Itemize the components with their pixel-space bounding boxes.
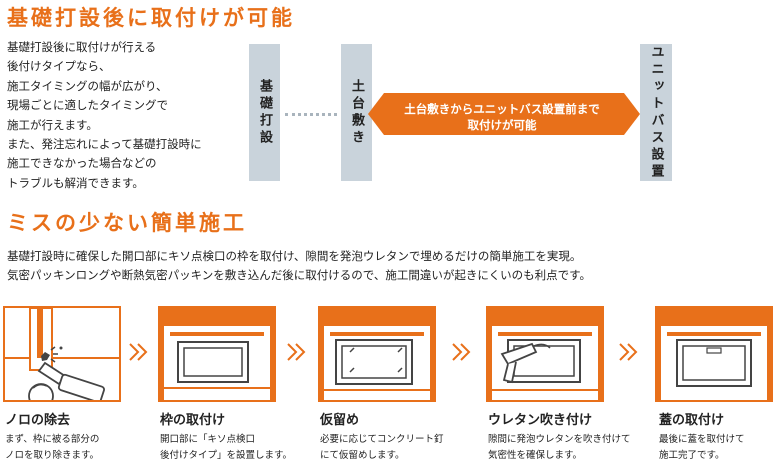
intro-line: トラブルも解消できます。	[7, 175, 144, 190]
timeline-box-label: ユニットバス設置	[648, 44, 664, 181]
timeline-arrow-label: 土台敷きからユニットバス設置前まで 取付けが可能	[383, 101, 621, 133]
intro-line: 施工が行えます。	[7, 117, 98, 132]
chevron-right-icon	[287, 343, 306, 361]
chevron-right-icon	[452, 343, 471, 361]
intro-line: 基礎打設後に取付けが行える	[7, 40, 157, 54]
scraper-tool-icon	[28, 361, 105, 400]
step-illustration-frame	[158, 306, 276, 402]
arrow-label-line: 取付けが可能	[467, 118, 537, 132]
step-desc-4: 隙間に発泡ウレタンを吹き付けて 気密性を確保します。	[488, 432, 631, 464]
step-desc-line: 隙間に発泡ウレタンを吹き付けて	[488, 434, 631, 445]
step-desc-1: まず、枠に被る部分の ノロを取り除きます。	[5, 432, 99, 464]
intro-line: 施工できなかった場合などの	[7, 156, 157, 171]
timeline-box-label: 土台敷き	[349, 78, 364, 147]
step-desc-3: 必要に応じてコンクリート釘 にて仮留めします。	[320, 432, 444, 464]
step-desc-line: 施工完了です。	[659, 450, 725, 461]
step-illustration-urethane	[486, 306, 604, 402]
intro-line: 後付けタイプなら、	[7, 59, 111, 74]
double-arrow-shape	[368, 93, 640, 135]
urethane-spray-gun-icon	[500, 342, 551, 384]
intro-line: 施工タイミングの幅が広がり、	[7, 78, 168, 93]
step-desc-line: 開口部に「キソ点検口	[160, 434, 256, 445]
step-illustration-scrape	[3, 306, 121, 402]
section2-description: 基礎打設時に確保した開口部にキソ点検口の枠を取付け、隙間を発泡ウレタンで埋めるだ…	[7, 247, 591, 285]
step-title-4: ウレタン吹き付け	[488, 413, 593, 428]
step-desc-line: にて仮留めします。	[320, 450, 405, 461]
step-title-2: 枠の取付け	[160, 413, 226, 428]
timeline-dotted-connector	[285, 113, 337, 116]
section-title-installation-timing: 基礎打設後に取付けが可能	[7, 6, 295, 30]
intro-paragraph: 基礎打設後に取付けが行える 後付けタイプなら、 施工タイミングの幅が広がり、 現…	[7, 38, 242, 193]
step-desc-5: 最後に蓋を取付けて 施工完了です。	[659, 432, 745, 464]
step-desc-line: 気密性を確保します。	[488, 450, 583, 461]
description-line: 気密パッキンロングや断熱気密パッキンを敷き込んだ後に取付けるので、施工間違いが起…	[7, 268, 591, 282]
section-title-easy-installation: ミスの少ない簡単施工	[7, 211, 247, 235]
timeline-box-sill: 土台敷き	[341, 44, 372, 181]
step-desc-2: 開口部に「キソ点検口 後付けタイプ」を設置します。	[160, 432, 292, 464]
step-desc-line: 最後に蓋を取付けて	[659, 434, 745, 445]
chevron-right-icon	[619, 343, 638, 361]
intro-line: 現場ごとに適したタイミングで	[7, 98, 168, 113]
arrow-label-line: 土台敷きからユニットバス設置前まで	[404, 102, 600, 116]
step-illustration-fixing	[318, 306, 436, 402]
step-desc-line: まず、枠に被る部分の	[5, 434, 100, 445]
step-desc-line: 後付けタイプ」を設置します。	[160, 450, 293, 461]
description-line: 基礎打設時に確保した開口部にキソ点検口の枠を取付け、隙間を発泡ウレタンで埋めるだ…	[7, 249, 582, 263]
step-desc-line: 必要に応じてコンクリート釘	[320, 434, 444, 445]
timeline-double-arrow	[368, 93, 640, 135]
step-desc-line: ノロを取り除きます。	[5, 450, 100, 461]
chevron-right-icon	[129, 343, 148, 361]
step-title-3: 仮留め	[320, 413, 360, 428]
step-illustration-lid	[655, 306, 773, 402]
timeline-box-unit-bath: ユニットバス設置	[640, 44, 672, 181]
intro-line: また、発注忘れによって基礎打設時に	[7, 137, 202, 152]
timeline-box-foundation: 基礎打設	[249, 44, 280, 181]
step-title-1: ノロの除去	[5, 413, 71, 428]
timeline-box-label: 基礎打設	[257, 78, 272, 147]
step-title-5: 蓋の取付け	[659, 413, 725, 428]
